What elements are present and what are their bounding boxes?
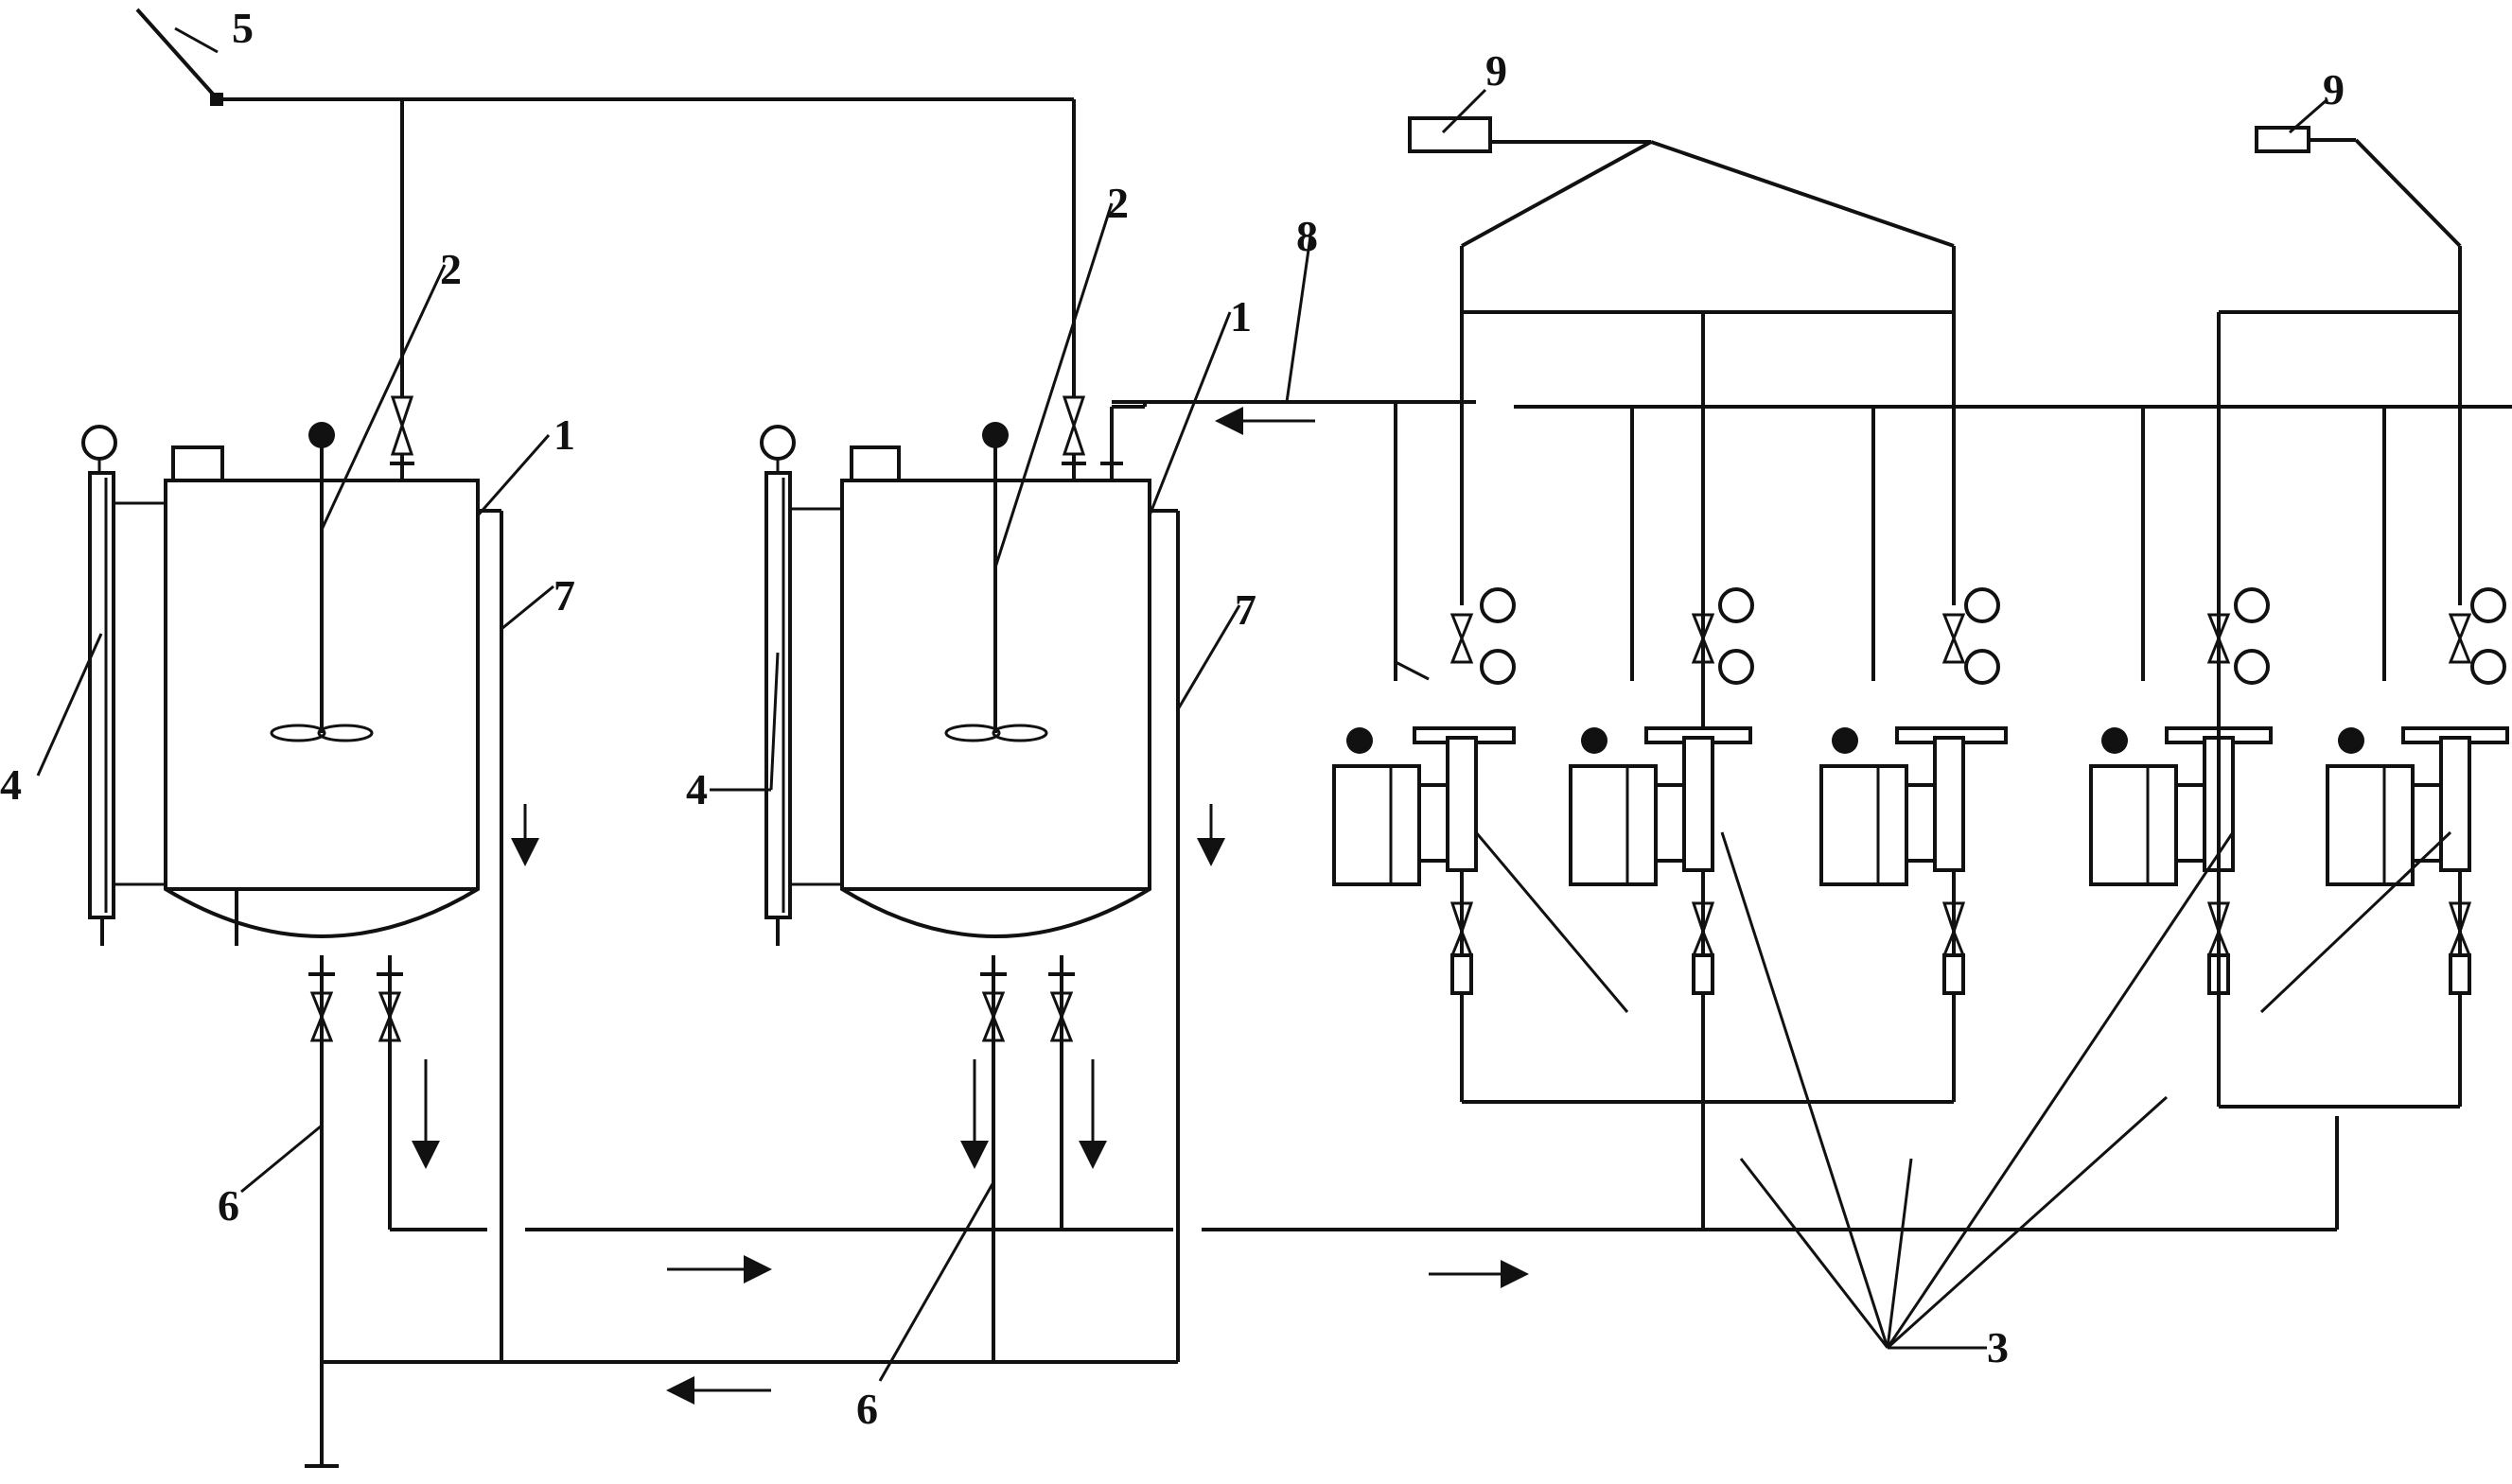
agitator-left (270, 422, 374, 742)
flow-arrows (412, 407, 1529, 1405)
label-tank-shell-left: 1 (553, 410, 575, 459)
label-feed-line: 8 (1296, 212, 1318, 260)
vent-header (135, 8, 1076, 397)
label-outlet-pipe-right: 6 (856, 1385, 878, 1433)
bottom-valve-left-1 (308, 955, 335, 1362)
label-controller-left: 9 (1485, 46, 1507, 95)
agitator-right (944, 422, 1048, 742)
label-tank-shell-right: 1 (1230, 292, 1252, 340)
mixing-tank-left (81, 395, 503, 1362)
bottom-valve-right-1 (980, 955, 1007, 1362)
pump-unit-3 (1819, 587, 2008, 1102)
controller-right (2217, 126, 2462, 605)
controller-left (1408, 116, 1956, 605)
pump-unit-4 (2089, 587, 2273, 1107)
label-agitator-right: 2 (1107, 179, 1129, 227)
bottom-valve-right-2 (1048, 955, 1075, 1230)
leader-lines (36, 26, 2452, 1382)
label-controller-right: 9 (2323, 65, 2345, 113)
label-pump-units: 3 (1987, 1323, 2009, 1371)
pump-unit-1 (1332, 587, 1516, 1102)
level-gauge-left (81, 425, 166, 946)
valve-icon (1062, 395, 1086, 480)
reference-labels: 5 2 2 1 1 7 7 4 4 6 6 8 9 9 3 (0, 4, 2345, 1433)
label-level-gauge-left: 4 (0, 760, 22, 809)
label-return-pipe-left: 7 (553, 571, 575, 620)
label-level-gauge-right: 4 (686, 765, 708, 813)
bottom-piping (305, 312, 2339, 1468)
bottom-valve-left-2 (377, 955, 487, 1231)
pump-unit-5 (2326, 587, 2509, 1107)
label-agitator-left: 2 (440, 245, 462, 293)
level-gauge-right (760, 425, 842, 946)
mixing-tank-right (760, 395, 1180, 1362)
label-outlet-pipe-left: 6 (218, 1181, 239, 1230)
valve-icon (390, 395, 414, 480)
label-return-pipe-right: 7 (1235, 585, 1256, 634)
pump-unit-2 (1569, 587, 1754, 995)
label-vent-pipe: 5 (232, 4, 254, 52)
pump-return-loops (1462, 312, 2460, 1109)
feed-header (1112, 400, 2512, 681)
